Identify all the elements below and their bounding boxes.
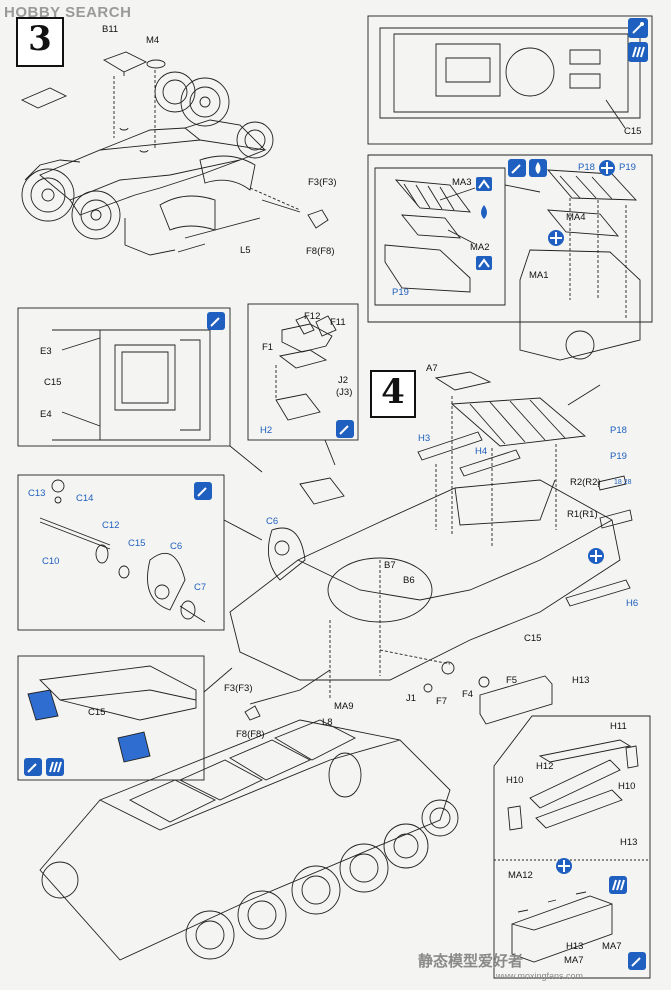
fender-box-detail [493,715,651,979]
label-c13: C13 [28,488,46,499]
step4-main-hull [229,371,633,725]
label-h2: H2 [260,425,273,436]
label-f8-top: F8(F8) [306,246,335,257]
label-j3: (J3) [336,387,353,398]
step-3-number: 3 [16,17,64,67]
label-h3: H3 [418,433,431,444]
paint-brush-icon [24,758,42,776]
cross-marker-icon [588,548,604,564]
label-ma1: MA1 [529,270,549,281]
label-p18-mid: P18 [610,425,627,436]
label-f3-mid: F3(F3) [224,683,253,694]
label-ma12: MA12 [508,870,533,881]
label-ma7-bottom: MA7 [564,955,584,966]
watermark-bottom: 静态模型爱好者 [418,953,524,970]
label-c15-blue: C15 [88,707,106,718]
label-sprue-ref: 18 28 [614,479,632,486]
label-f3-top: F3(F3) [308,177,337,188]
label-f5: F5 [506,675,518,686]
label-c10: C10 [42,556,60,567]
label-c15-left: C15 [44,377,62,388]
label-h6: H6 [626,598,639,609]
label-c6-main: C6 [266,516,279,527]
water-drop-icon [529,159,547,177]
arrow-up-icon [476,256,492,270]
label-m4: M4 [146,35,160,46]
label-r1: R1(R1) [567,509,598,520]
label-h13-box: H13 [620,837,638,848]
label-f1: F1 [262,342,274,353]
hatch-detail-box [247,303,359,466]
label-b11: B11 [102,24,119,35]
label-c15-topright: C15 [624,126,642,137]
label-h13-main: H13 [572,675,590,686]
label-ma4: MA4 [566,212,586,223]
label-c14: C14 [76,493,94,504]
label-j2: J2 [338,375,349,386]
label-f4: F4 [462,689,474,700]
step3-drawing [20,51,329,256]
lower-chassis-drawing [39,719,459,961]
label-b7: B7 [384,560,396,571]
step-4-number: 4 [370,370,416,418]
cross-marker-icon [556,858,572,874]
hull-bottom-box [367,15,653,145]
watermark-url: www.moxingfans.com [496,971,584,981]
label-h13-bottom: H13 [566,941,584,952]
label-r2: R2(R2) [570,477,601,488]
water-drop-icon [481,205,487,219]
decal-icon [628,42,648,62]
paint-brush-icon [628,18,648,38]
label-p19-left: P19 [392,287,409,298]
label-a7: A7 [426,363,438,374]
arrow-up-icon [476,177,492,191]
label-h10-left: H10 [506,775,524,786]
label-h4: H4 [475,446,488,457]
label-h12: H12 [536,761,554,772]
label-c15-main: C15 [524,633,542,644]
label-c6-detail: C6 [170,541,183,552]
label-h11: H11 [610,721,627,732]
label-p19-right: P19 [619,162,636,173]
label-f12: F12 [304,311,321,322]
label-f7: F7 [436,696,448,707]
decal-icon [609,876,627,894]
decal-icon [46,758,64,776]
label-c12: C12 [102,520,120,531]
label-f8-mid: F8(F8) [236,729,265,740]
paint-brush-icon [207,312,225,330]
label-p19-mid: P19 [610,451,627,462]
label-p18-right: P18 [578,162,595,173]
label-e3: E3 [40,346,52,357]
label-h10-right: H10 [618,781,636,792]
paint-brush-icon [628,952,646,970]
label-ma7-right: MA7 [602,941,622,952]
label-l5: L5 [240,245,251,256]
hull-detail-box [17,307,263,473]
cross-marker-icon [599,160,615,176]
label-e4: E4 [40,409,52,420]
engine-deck-box [367,154,653,406]
label-c7: C7 [194,582,207,593]
blue-parts-box [17,655,233,781]
label-j1: J1 [406,693,417,704]
label-ma3: MA3 [452,177,472,188]
label-c15-detail: C15 [128,538,146,549]
label-b6: B6 [403,575,415,586]
paint-brush-icon [194,482,212,500]
label-ma2: MA2 [470,242,490,253]
paint-brush-icon [508,159,526,177]
drive-detail-box [17,474,263,631]
paint-brush-icon [336,420,354,438]
label-l8: L8 [322,717,333,728]
watermark-top: HOBBY SEARCH [4,4,132,21]
label-ma9: MA9 [334,701,354,712]
label-f11: F11 [330,317,346,328]
cross-marker-icon [548,230,564,246]
